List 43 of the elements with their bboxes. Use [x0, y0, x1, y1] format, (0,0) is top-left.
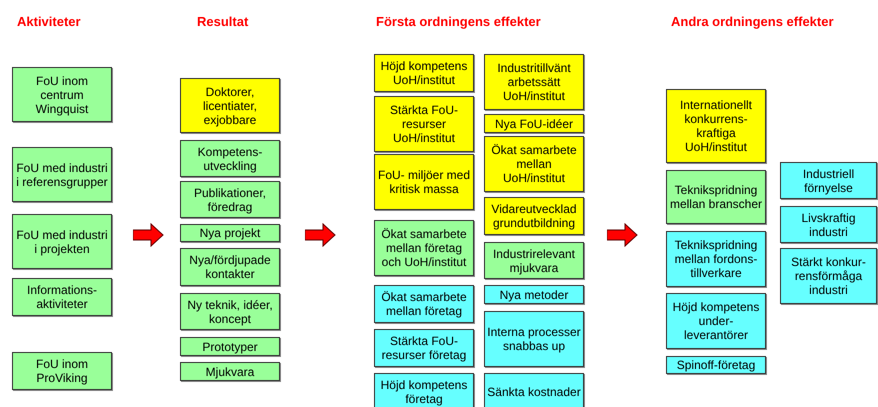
text-box: FoU med industri i projekten	[12, 214, 112, 269]
text-box: Teknikspridning mellan branscher	[666, 170, 766, 224]
text-box: Sänkta kostnader	[484, 373, 584, 407]
text-box: Nya metoder	[484, 285, 584, 304]
text-box: Prototyper	[180, 337, 280, 356]
text-box: Teknikspridning mellan fordons- tillverkare	[666, 231, 766, 287]
text-box: Höjd kompetens UoH/institut	[374, 54, 474, 92]
text-box: Ökat samarbete mellan UoH/institut	[484, 136, 584, 192]
text-box: Interna processer snabbas up	[484, 311, 584, 367]
text-box: Nya/fördjupade kontakter	[180, 248, 280, 286]
text-box: FoU inom ProViking	[12, 352, 112, 390]
text-box: Nya projekt	[180, 224, 280, 242]
text-box: Livskraftig industri	[780, 206, 877, 243]
column-heading: Resultat	[197, 14, 248, 29]
text-box: Ökat samarbete mellan företag och UoH/institut	[374, 220, 474, 276]
text-box: Industrirelevant mjukvara	[484, 242, 584, 279]
text-box: Höjd kompetens företag	[374, 373, 474, 407]
text-box: Kompetens- utveckling	[180, 140, 280, 177]
text-box: FoU inom centrum Wingquist	[12, 67, 112, 122]
block-arrow	[305, 223, 336, 247]
block-arrow	[133, 223, 164, 247]
block-arrow	[607, 223, 638, 247]
column-heading: Aktiviteter	[17, 14, 81, 29]
text-box: FoU med industri i referensgrupper	[12, 147, 112, 202]
text-box: Spinoff-företag	[666, 356, 766, 374]
text-box: Industriell förnyelse	[780, 162, 877, 199]
text-box: Publikationer, föredrag	[180, 181, 280, 218]
text-box: Nya FoU-idéer	[484, 114, 584, 133]
text-box: Ny teknik, idéer, koncept	[180, 293, 280, 330]
text-box: Internationellt konkurrens- kraftiga UoH/institut	[666, 89, 766, 163]
text-box: FoU- miljöer med kritisk massa	[374, 154, 474, 210]
column-heading: Första ordningens effekter	[376, 14, 541, 29]
text-box: Industritillvänt arbetssätt UoH/institut	[484, 54, 584, 110]
text-box: Informations- aktiviteter	[12, 278, 112, 316]
column-heading: Andra ordningens effekter	[671, 14, 834, 29]
text-box: Ökat samarbete mellan företag	[374, 285, 474, 323]
text-box: Stärkt konkur- rensförmåga industri	[780, 248, 877, 304]
text-box: Stärkta FoU- resurser företag	[374, 329, 474, 367]
text-box: Höjd kompetens under- leverantörer	[666, 293, 766, 349]
text-box: Vidareutvecklad grundutbildning	[484, 197, 584, 235]
text-box: Mjukvara	[180, 362, 280, 381]
text-box: Doktorer, licentiater, exjobbare	[180, 78, 280, 133]
text-box: Stärkta FoU- resurser UoH/institut	[374, 96, 474, 152]
